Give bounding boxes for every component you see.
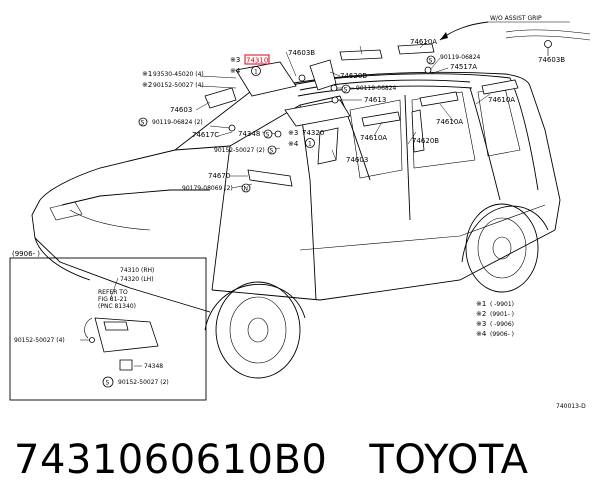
label-74517a: 74517A [450, 63, 477, 71]
roof-parts [204, 21, 591, 187]
label-90179: 90179-08069 (2) [182, 185, 233, 192]
marker-m4-mid: ※4 [288, 140, 299, 148]
legend-range-4: (9906- ) [490, 331, 514, 338]
legend-range-3: ( -9906) [490, 321, 514, 328]
label-74320: 74320 [302, 129, 324, 137]
label-90119-1: 90119-06824 [440, 54, 481, 61]
parts-diagram: (9906- ) 74310 (RH) 74320 (LH) REFER TO … [9, 15, 591, 410]
highlight-part: 74310 [246, 57, 268, 65]
marker-m1-left: ※1 [142, 70, 152, 78]
legend-mark-3: ※3 [476, 320, 486, 328]
s-marker-90152: S [270, 148, 274, 155]
drawing-code: 740013-D [556, 403, 586, 410]
s-marker-90119-1: S [429, 58, 433, 65]
label-74617c: 74617C [192, 131, 219, 139]
s-marker-90119-3: S [141, 120, 145, 127]
s-marker-90119-2: S [344, 87, 348, 94]
marker-m2-left: ※2 [142, 81, 152, 89]
label-74603b-top: 74603B [288, 49, 315, 57]
inset-screw-b: 90152-50027 (2) [118, 379, 169, 386]
marker-m4-top: ※4 [230, 67, 241, 75]
brand-name: TOYOTA [369, 437, 529, 483]
inset-screw-a: 90152-50027 (4) [14, 337, 65, 344]
label-74620b-b: 74620B [412, 137, 439, 145]
circle-1-mid: 1 [308, 141, 312, 148]
label-74603-l: 74603 [170, 106, 192, 114]
part-number: 7431060610B0 [14, 437, 328, 483]
label-93530: 93530-45020 (4) [153, 71, 204, 78]
label-74610a-top: 74610A [410, 38, 437, 46]
label-74603-c: 74603 [346, 156, 368, 164]
legend-range-1: ( -9901) [490, 301, 514, 308]
label-90119-2: 90119-06824 [356, 85, 397, 92]
marker-m3-mid: ※3 [288, 129, 298, 137]
inset-refer-2: FIG 81-21 [98, 296, 127, 303]
label-74603b-r: 74603B [538, 56, 565, 64]
label-74613: 74613 [364, 96, 386, 104]
legend: ※1 ( -9901) ※2 (9901- ) ※3 ( -9906) ※4 (… [476, 300, 514, 338]
n-marker-90179: N [244, 186, 249, 193]
legend-mark-1: ※1 [476, 300, 486, 308]
marker-m3-top: ※3 [230, 56, 240, 64]
inset-s-marker: S [106, 380, 110, 387]
header-note: W/O ASSIST GRIP [490, 15, 542, 22]
leader-lines [195, 39, 491, 189]
part-labels: 74610A 74603B 90119-06824 74517A 74603B … [138, 38, 565, 193]
inset-refer-3: (PNC 81340) [98, 303, 136, 310]
legend-range-2: (9901- ) [490, 311, 514, 318]
inset-clip: 74348 [144, 363, 163, 370]
circle-1-top: 1 [254, 69, 258, 76]
label-90152-1: 90152-50027 (4) [153, 82, 204, 89]
inset-lh-part: 74320 (LH) [120, 276, 154, 283]
label-74610a-c: 74610A [360, 134, 387, 142]
highlight-box [244, 54, 270, 65]
legend-mark-4: ※4 [476, 330, 487, 338]
legend-mark-2: ※2 [476, 310, 486, 318]
s-marker-74348: S [266, 132, 270, 139]
inset-date-range: (9906- ) [12, 250, 40, 258]
label-90152-2: 90152-50027 (2) [214, 147, 265, 154]
inset-refer-1: REFER TO [98, 289, 128, 296]
inset-rh-part: 74310 (RH) [120, 267, 154, 274]
label-74610a-r: 74610A [488, 96, 515, 104]
label-74670: 74670 [208, 172, 230, 180]
caption: 7431060610B0 TOYOTA [14, 432, 594, 488]
label-74620b-a: 74620B [340, 72, 367, 80]
inset-box: (9906- ) 74310 (RH) 74320 (LH) REFER TO … [9, 250, 207, 401]
label-90119-3: 90119-06824 (2) [152, 119, 203, 126]
label-74610a-m: 74610A [436, 118, 463, 126]
label-74348: 74348 [238, 130, 260, 138]
vehicle-outline [31, 71, 561, 379]
